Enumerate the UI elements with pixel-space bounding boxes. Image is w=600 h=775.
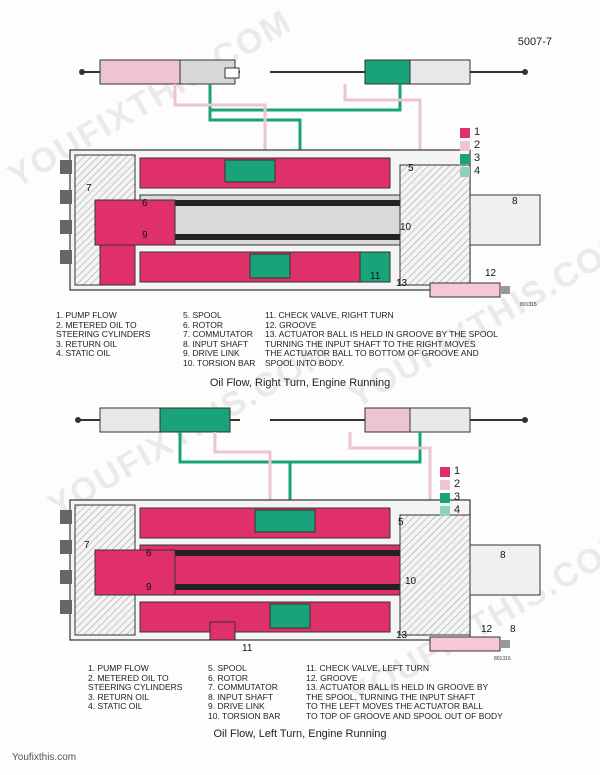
top-figure-title: Oil Flow, Right Turn, Engine Running xyxy=(209,377,391,389)
bottom-cylinder-left xyxy=(75,407,240,433)
callout-9: 9 xyxy=(142,230,148,241)
callout-8: 8 xyxy=(500,550,506,561)
swatch-static-oil xyxy=(440,505,450,516)
legend-num: 3 xyxy=(474,152,481,164)
callout-11: 11 xyxy=(370,271,381,282)
callout-8-detail: 8 xyxy=(510,624,516,635)
callout-9: 9 xyxy=(146,582,152,593)
callout-13: 13 xyxy=(396,630,408,641)
callout-13: 13 xyxy=(396,278,408,289)
bottom-caption-col1: 1. PUMP FLOW 2. METERED OIL TO STEERING … xyxy=(88,663,183,712)
top-caption-col2: 5. SPOOL 6. ROTOR 7. COMMUTATOR 8. INPUT… xyxy=(183,310,256,368)
swatch-return-oil xyxy=(440,492,450,503)
top-diagram xyxy=(60,59,541,298)
callout-5: 5 xyxy=(398,517,404,528)
top-actuator-detail xyxy=(429,282,510,298)
swatch-pump-flow xyxy=(440,466,450,477)
bottom-actuator-detail xyxy=(429,636,510,652)
figure-code: 801316 xyxy=(494,656,511,662)
callout-6: 6 xyxy=(142,198,148,209)
callout-10: 10 xyxy=(400,222,412,233)
swatch-metered-oil xyxy=(460,140,470,151)
callout-6: 6 xyxy=(146,548,152,559)
bottom-figure-title: Oil Flow, Left Turn, Engine Running xyxy=(213,728,387,740)
bottom-diagram xyxy=(60,407,541,652)
top-caption-col3: 11. CHECK VALVE, RIGHT TURN 12. GROOVE 1… xyxy=(265,310,498,368)
legend-num: 1 xyxy=(454,465,461,477)
top-cylinder-right xyxy=(270,59,528,85)
legend-num: 2 xyxy=(474,139,481,151)
figure-code: 801315 xyxy=(520,302,537,308)
bottom-caption-col2: 5. SPOOL 6. ROTOR 7. COMMUTATOR 8. INPUT… xyxy=(208,663,281,721)
bottom-caption-col3: 11. CHECK VALVE, LEFT TURN 12. GROOVE 13… xyxy=(306,663,503,721)
bottom-valve-body xyxy=(69,499,541,641)
footer-site: Youfixthis.com xyxy=(12,752,77,763)
legend-num: 4 xyxy=(474,165,481,177)
swatch-pump-flow xyxy=(460,127,470,138)
callout-7: 7 xyxy=(84,540,90,551)
callout-11: 11 xyxy=(242,643,253,654)
callout-12: 12 xyxy=(485,268,497,279)
legend-num: 3 xyxy=(454,491,461,503)
bottom-cylinder-right xyxy=(270,407,528,433)
callout-5: 5 xyxy=(408,163,414,174)
top-caption-col1: 1. PUMP FLOW 2. METERED OIL TO STEERING … xyxy=(56,310,151,359)
swatch-static-oil xyxy=(460,166,470,177)
top-fittings xyxy=(60,160,72,264)
bottom-fittings xyxy=(60,510,72,614)
callout-8: 8 xyxy=(512,196,518,207)
callout-7: 7 xyxy=(86,183,92,194)
legend-num: 1 xyxy=(474,126,481,138)
callout-10: 10 xyxy=(405,576,417,587)
legend-num: 2 xyxy=(454,478,461,490)
swatch-metered-oil xyxy=(440,479,450,490)
top-cylinder-left xyxy=(79,59,240,85)
callout-12: 12 xyxy=(481,624,493,635)
page-number: 5007-7 xyxy=(517,36,552,48)
top-valve-body xyxy=(69,149,541,291)
legend-num: 4 xyxy=(454,504,461,516)
bottom-color-legend: 1 2 3 4 xyxy=(440,465,460,517)
top-color-legend: 1 2 3 4 xyxy=(460,126,480,178)
swatch-return-oil xyxy=(460,153,470,164)
